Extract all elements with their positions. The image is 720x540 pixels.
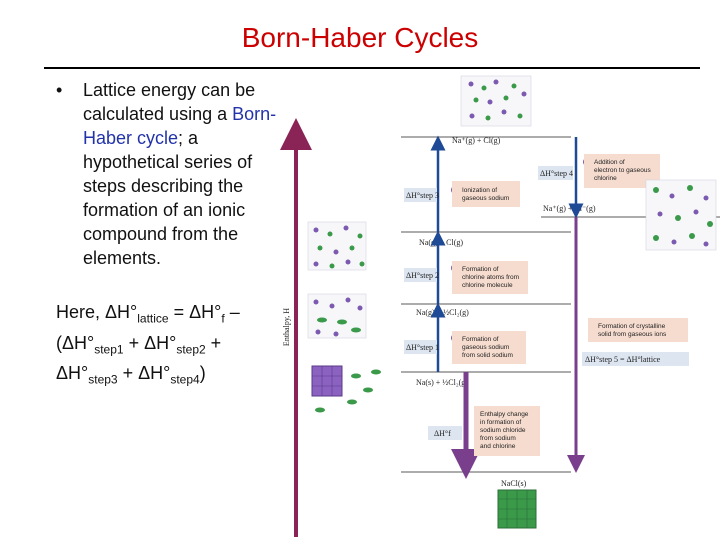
step5-label-box (582, 352, 689, 366)
particles-nacl-crystal (497, 489, 537, 529)
formula-sub: lattice (137, 311, 169, 326)
bullet-marker: • (56, 80, 63, 100)
note-line: Enthalpy change (480, 411, 529, 418)
note-line: Addition of (594, 159, 625, 166)
note-line: from sodium (480, 435, 516, 442)
step2-label: ΔH°step 2 (406, 271, 439, 280)
note-line: electron to gaseous (594, 167, 651, 174)
note-line: from solid sodium (462, 352, 513, 359)
note-line: Formation of (462, 266, 499, 273)
note-line: in formation of (480, 419, 521, 426)
formation-label-box (428, 426, 462, 440)
bullet-text: Lattice energy can be calculated using a… (83, 78, 286, 270)
note-line: and chlorine (480, 443, 516, 450)
formula-part: = ΔH° (168, 302, 222, 322)
step3-label: ΔH°step 3 (406, 191, 439, 200)
note-line: chlorine (594, 175, 617, 182)
particles-ions (645, 179, 717, 251)
note-line: Ionization of (462, 187, 497, 194)
step2-note-box (452, 261, 528, 294)
step3-note-box (452, 181, 520, 207)
level-gaseous-atoms: Na(g) + Cl(g) (419, 238, 463, 247)
step5-note-box (588, 318, 688, 342)
level-nacl: NaCl(s) (501, 479, 527, 488)
note-line: Formation of crystalline (598, 323, 666, 330)
step2-label-box (404, 268, 437, 282)
born-haber-diagram: Enthalpy, H Na⁺(g) + Cl(g) Na⁺(g) + Cl⁻(… (280, 75, 720, 537)
level-ions: Na⁺(g) + Cl⁻(g) (543, 204, 596, 213)
lattice-formula: Here, ΔH°lattice = ΔH°f – (ΔH°step1 + ΔH… (56, 300, 286, 392)
formula-part: + ΔH° (56, 332, 222, 384)
title-divider (44, 67, 700, 69)
step1-note-box (452, 331, 526, 364)
note-line: chlorine atoms from (462, 274, 519, 281)
level-elements: Na(s) + ½Cl₂(g) (416, 378, 468, 387)
slide-title: Born-Haber Cycles (241, 22, 479, 53)
bullet-text-after: ; a hypothetical series of steps describ… (83, 128, 253, 268)
born-haber-term: Born-Haber cycle (83, 104, 277, 148)
formula-sub: step2 (176, 342, 206, 357)
formula-sub: step3 (88, 372, 118, 387)
formula-part: Here, ΔH° (56, 302, 138, 322)
step1-label-box (404, 340, 437, 354)
formula-part: – (ΔH° (56, 302, 240, 353)
step4-label: ΔH°step 4 (540, 169, 573, 178)
formula-sub: step1 (94, 342, 124, 357)
particles-gaseous-atoms (307, 221, 367, 271)
particles-gas-sodium (307, 293, 367, 339)
note-line: chlorine molecule (462, 282, 513, 289)
level-ions-atom: Na⁺(g) + Cl(g) (452, 136, 501, 145)
bullet-text-before: Lattice energy can be calculated using a (83, 80, 256, 124)
particles-solid-sodium (311, 365, 381, 413)
formula-part: + ΔH° (123, 332, 177, 353)
note-line: solid from gaseous ions (598, 331, 667, 338)
step5-label: ΔH°step 5 = ΔH°lattice (585, 355, 661, 364)
step3-label-box (404, 188, 437, 202)
formula-part: + ΔH° (117, 363, 171, 384)
step1-label: ΔH°step 1 (406, 343, 439, 352)
level-gas-sodium: Na(g) + ½Cl₂(g) (416, 308, 469, 317)
formula-sub: f (221, 311, 225, 326)
note-line: gaseous sodium (462, 344, 509, 351)
formula-part: ) (199, 363, 206, 384)
bullet-point: • Lattice energy can be calculated using… (56, 78, 286, 270)
note-line: gaseous sodium (462, 195, 509, 202)
formula-sub: step4 (170, 372, 200, 387)
formation-label: ΔH°f (434, 429, 451, 438)
step4-label-box (538, 166, 573, 180)
note-line: Formation of (462, 336, 499, 343)
formation-note-box (474, 406, 540, 456)
note-line: sodium chloride (480, 427, 526, 434)
enthalpy-axis-label: Enthalpy, H (282, 308, 291, 346)
particles-ions-atom (460, 75, 532, 127)
